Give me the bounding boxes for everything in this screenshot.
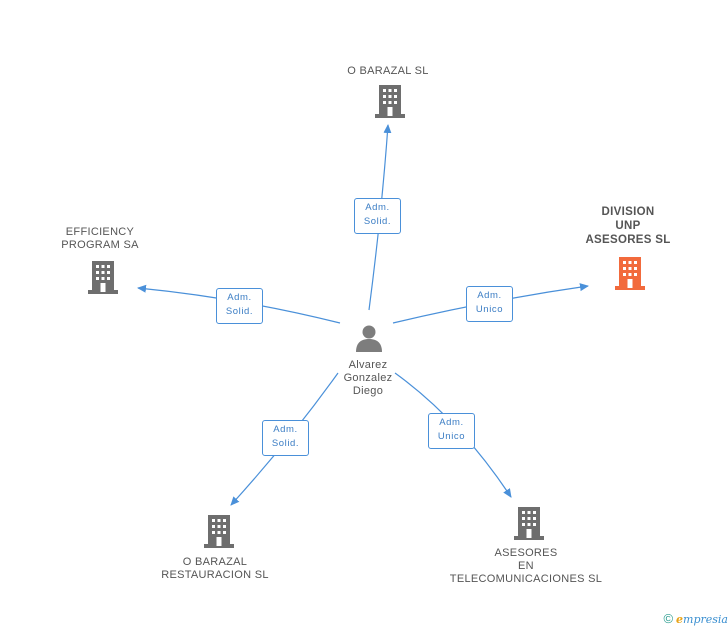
role-line: Adm. [273, 424, 298, 435]
center-name-line: Gonzalez [343, 372, 393, 384]
node-label-line: EN [518, 560, 534, 572]
node-label-line: DIVISION [601, 206, 655, 218]
node-efficiency-label[interactable]: EFFICIENCY PROGRAM SA [40, 226, 160, 252]
role-line: Solid. [271, 438, 300, 449]
brand-name: mpresia [683, 613, 728, 626]
role-badge[interactable]: Adm. Solid. [262, 420, 309, 456]
node-label-line: ASESORES [494, 547, 558, 559]
role-line: Adm. [227, 292, 252, 303]
building-icon[interactable] [87, 260, 119, 294]
role-badge[interactable]: Adm. Solid. [354, 198, 401, 234]
role-badge[interactable]: Adm. Solid. [216, 288, 263, 324]
role-line: Adm. [439, 417, 464, 428]
role-line: Adm. [365, 202, 390, 213]
node-label-line: O BARAZAL [182, 556, 248, 568]
node-label-line: PROGRAM SA [61, 239, 139, 251]
role-badge[interactable]: Adm. Unico [466, 286, 513, 322]
center-name-line: Diego [352, 385, 384, 397]
copyright-icon: © [663, 611, 674, 626]
building-icon-highlight[interactable] [614, 256, 646, 290]
building-icon[interactable] [374, 84, 406, 118]
building-icon[interactable] [513, 506, 545, 540]
node-asesores-tel-label[interactable]: ASESORES EN TELECOMUNICACIONES SL [446, 547, 606, 586]
node-division-unp-label[interactable]: DIVISION UNP ASESORES SL [568, 205, 688, 247]
center-person-name[interactable]: Alvarez Gonzalez Diego [318, 359, 418, 398]
role-line: Adm. [477, 290, 502, 301]
building-icon[interactable] [203, 514, 235, 548]
node-label-line: UNP [615, 220, 641, 232]
role-line: Solid. [225, 306, 254, 317]
brand-logo: empresia [676, 613, 728, 626]
center-name-line: Alvarez [348, 359, 388, 371]
brand-initial: e [676, 613, 684, 626]
role-line: Solid. [363, 216, 392, 227]
role-badge[interactable]: Adm. Unico [428, 413, 475, 449]
node-label-line: ASESORES SL [585, 234, 671, 246]
node-label-line: TELECOMUNICACIONES SL [449, 573, 603, 585]
node-o-barazal-sl-label[interactable]: O BARAZAL SL [318, 65, 458, 78]
role-line: Unico [437, 431, 466, 442]
footer-brand[interactable]: ©empresia [663, 611, 728, 626]
node-label-line: EFFICIENCY [65, 226, 135, 238]
role-line: Unico [475, 304, 504, 315]
person-icon [356, 325, 382, 352]
node-o-barazal-rest-label[interactable]: O BARAZAL RESTAURACION SL [145, 556, 285, 582]
node-label-line: O BARAZAL SL [347, 65, 429, 77]
node-label-line: RESTAURACION SL [161, 569, 269, 581]
